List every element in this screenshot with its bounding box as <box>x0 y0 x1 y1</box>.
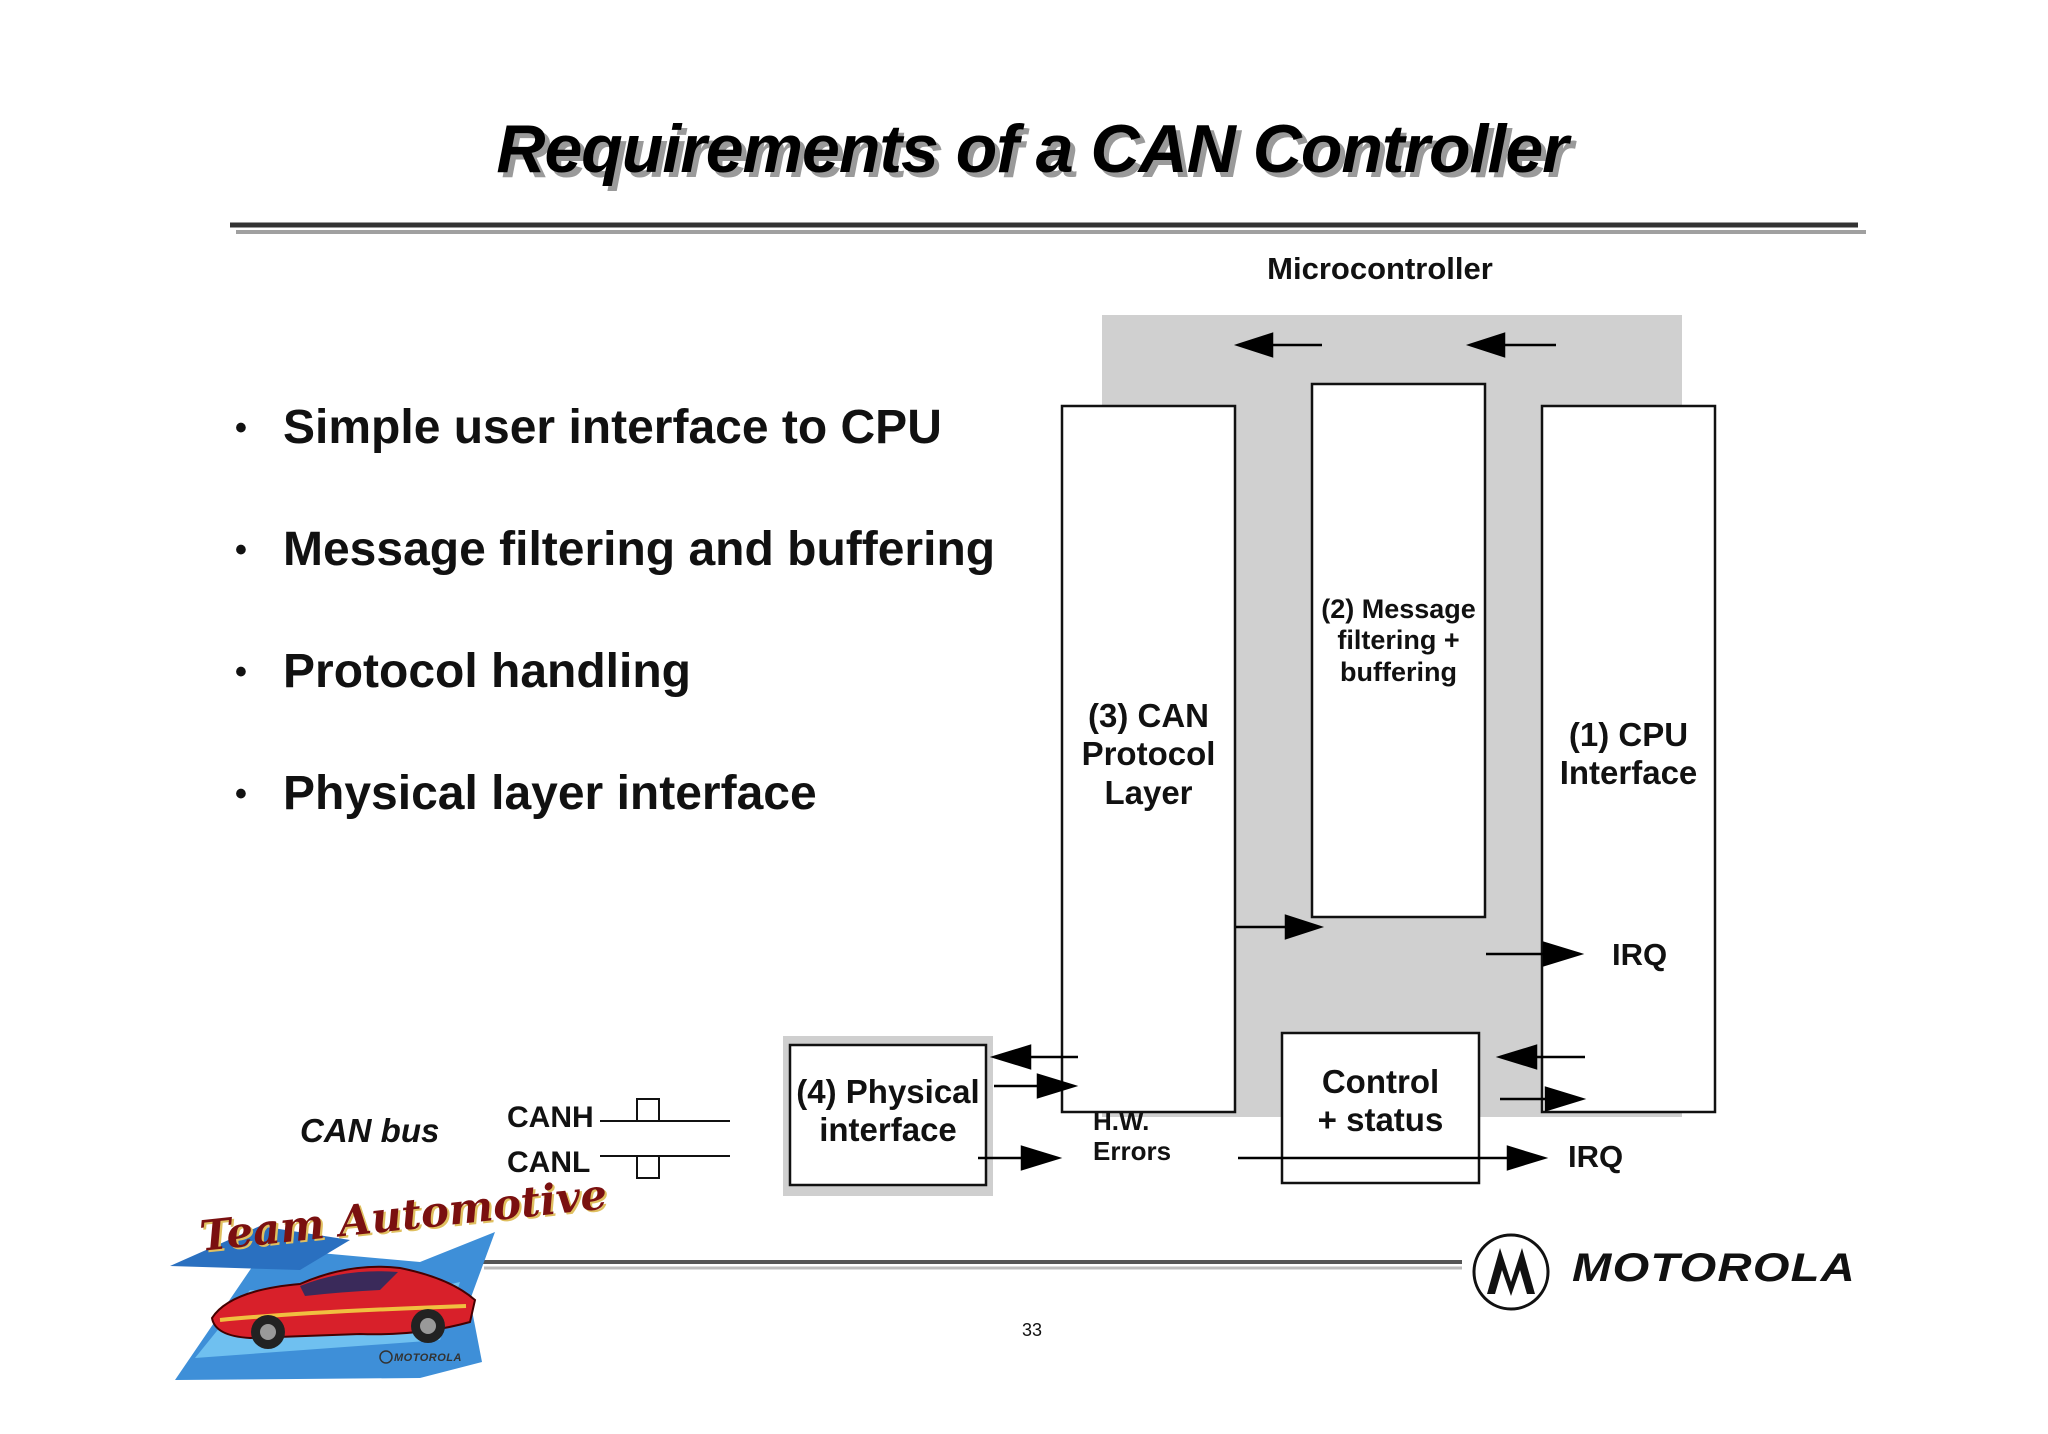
requirements-list: •Simple user interface to CPU •Message f… <box>235 400 995 888</box>
can-bus-label: CAN bus <box>300 1112 440 1149</box>
control-status-label: Control + status <box>1317 1063 1444 1139</box>
canl-connector <box>600 1155 730 1179</box>
can-protocol-layer-label: (3) CAN Protocol Layer <box>1081 697 1216 811</box>
hw-errors-label: H.W. Errors <box>1093 1106 1172 1167</box>
message-filtering-label: (2) Message filtering + buffering <box>1321 594 1476 687</box>
list-item: •Protocol handling <box>235 645 691 698</box>
cpu-interface-label: (1) CPU Interface <box>1559 716 1698 792</box>
microcontroller-label: Microcontroller <box>1267 251 1493 286</box>
physical-interface-label: (4) Physical interface <box>796 1073 980 1149</box>
team-logo-motorola-text: MOTOROLA <box>394 1352 462 1364</box>
canl-label: CANL <box>507 1146 591 1179</box>
team-automotive-logo-icon <box>170 1226 495 1380</box>
list-item: •Message filtering and buffering <box>235 523 996 576</box>
physical-interface-box <box>788 1043 988 1187</box>
motorola-wordmark: MOTOROLA <box>1572 1246 1856 1290</box>
slide-title: Requirements of a CAN Controller <box>496 111 1568 187</box>
arrow <box>978 332 1587 1171</box>
motorola-logo-icon <box>1472 1233 1550 1311</box>
irq-upper-label: IRQ <box>1612 937 1668 972</box>
can-protocol-layer-box <box>1060 404 1237 1114</box>
irq-lower-label: IRQ <box>1568 1139 1624 1174</box>
list-item: •Simple user interface to CPU <box>235 401 942 454</box>
canh-connector <box>600 1098 730 1122</box>
cpu-interface-box <box>1540 404 1717 1114</box>
message-filtering-box <box>1310 382 1487 919</box>
canh-label: CANH <box>507 1101 594 1134</box>
page-number: 33 <box>1021 1320 1043 1340</box>
list-item: •Physical layer interface <box>235 767 817 820</box>
